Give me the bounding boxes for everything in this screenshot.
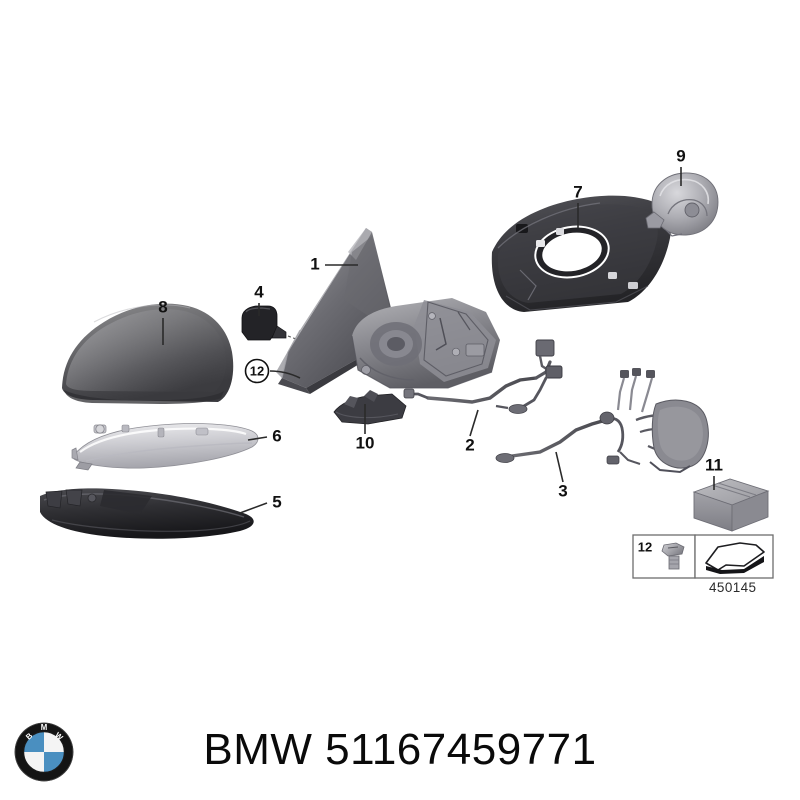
hex-flange-screw-icon — [661, 542, 685, 570]
part-8-mirror-cover-cap — [62, 303, 234, 404]
legend-box: 12 450145 — [632, 534, 774, 595]
mirror-base-mechanism — [351, 298, 500, 389]
callout-11: 11 — [705, 455, 723, 474]
bmw-roundel-icon: B M W — [14, 722, 74, 782]
part-9-mirror-actuator-motor — [645, 172, 719, 237]
callout-9: 9 — [676, 146, 685, 165]
part-6-turn-signal-lamp — [71, 423, 259, 471]
callout-1: 1 — [310, 254, 319, 273]
callout-6: 6 — [272, 426, 281, 445]
callout-numbers: 1 2 3 4 5 6 7 8 9 10 11 — [158, 146, 723, 511]
callout-8: 8 — [158, 297, 167, 316]
part-4-retaining-clip — [241, 305, 287, 341]
wedge-arrow-icon — [705, 542, 765, 574]
callout-3: 3 — [558, 481, 567, 500]
svg-text:M: M — [41, 723, 48, 732]
part-2-wiring-harness-upper — [403, 339, 563, 414]
callout-5: 5 — [272, 492, 281, 511]
svg-text:W: W — [53, 731, 65, 743]
parts-diagram-canvas: 12 — [40, 146, 774, 595]
callout-12-circled: 12 — [244, 358, 301, 384]
legend-screw-number: 12 — [638, 539, 652, 554]
callout-12-text: 12 — [250, 363, 264, 378]
part-11-repair-kit-box — [692, 478, 770, 532]
callout-7: 7 — [573, 182, 582, 201]
part-10-base-cover-bracket — [333, 390, 407, 425]
part-5-mirror-lower-trim — [40, 488, 254, 539]
callout-2: 2 — [465, 435, 474, 454]
footer-part-number: BMW 51167459771 — [203, 725, 597, 774]
callout-leaders — [162, 167, 715, 514]
callout-4: 4 — [254, 282, 264, 301]
legend-cell-screw — [632, 534, 696, 579]
bmw-logo: B M W — [14, 722, 74, 782]
svg-text:B: B — [24, 731, 34, 742]
exploded-diagram-svg: 12 — [40, 146, 774, 595]
part-3-wiring-harness-lower — [495, 368, 709, 474]
drawing-number: 450145 — [709, 580, 756, 595]
part-7-mirror-housing-frame — [491, 195, 672, 312]
callout-10: 10 — [356, 433, 375, 452]
